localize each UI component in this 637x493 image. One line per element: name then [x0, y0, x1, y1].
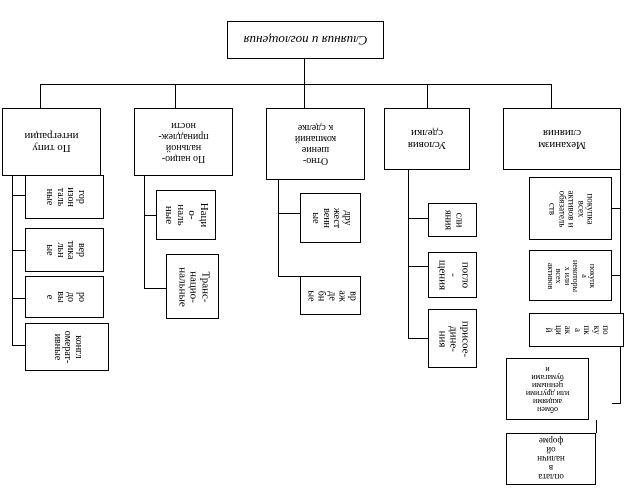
connector-g4-2 — [408, 266, 428, 267]
category-label: Условия сделки — [407, 127, 447, 152]
connector-g4-1 — [408, 218, 428, 219]
connector-cat4 — [427, 84, 428, 108]
connector-g3-2 — [278, 276, 300, 277]
subitem-takeovers: погло - щения — [428, 252, 477, 298]
subitem-generic: ро до вы е — [25, 276, 104, 318]
connector-g5-trunk — [620, 170, 621, 404]
connector-g4-trunk — [408, 170, 409, 338]
category-label: Отно- шение компаний к сделке — [294, 122, 337, 166]
connector-g1-trunk — [12, 175, 13, 345]
connector-g2-1 — [144, 215, 156, 216]
subitem-cash-payment: оплата в наличн ой форме — [506, 433, 596, 485]
subitem-horizontal: гор изон таль ные — [25, 175, 104, 219]
connector-g2-trunk — [144, 175, 145, 288]
category-national-belonging: По нацио- нальной принадлеж- ности — [134, 108, 233, 176]
root-label: Слияния и поглощения — [243, 33, 368, 49]
connector-horizontal-bus — [40, 84, 552, 85]
connector-root-down — [304, 58, 305, 108]
connector-g5-5 — [596, 420, 597, 433]
subitem-friendly: дру жест венн ые — [300, 193, 361, 243]
subitem-purchase-some-assets: покупк а некоторы х или всех активов — [529, 250, 612, 301]
subitem-share-exchange: обмен акциями или другими ценными бумага… — [506, 358, 589, 420]
subitem-transnational: Транс- нацио- нальные — [166, 254, 219, 319]
connector-g1-1 — [12, 195, 25, 196]
category-attitude-to-deal: Отно- шение компаний к сделке — [266, 108, 365, 180]
category-label: Механизм слияния — [538, 127, 586, 152]
connector-g5-4 — [612, 403, 621, 404]
connector-g4-3 — [408, 338, 428, 339]
connector-cat2 — [175, 84, 176, 108]
connector-g3-trunk — [278, 180, 279, 276]
connector-cat1 — [40, 84, 41, 108]
subitem-vertical: вер тика льн ые — [25, 228, 104, 272]
category-merger-mechanism: Механизм слияния — [503, 108, 621, 170]
category-label: По нацио- нальной принадлеж- ности — [158, 120, 209, 164]
category-integration-type: По типу интеграции — [2, 108, 101, 176]
connector-g1-2 — [12, 250, 25, 251]
subitem-purchase-shares: по ку пк а ак ци й — [529, 313, 624, 347]
connector-cat5 — [551, 84, 552, 108]
subitem-national: Наци о- наль ные — [156, 190, 216, 240]
root-node: Слияния и поглощения — [227, 21, 384, 59]
connector-g1-4 — [12, 345, 25, 346]
subitem-accessions: присое- дине- ния — [428, 309, 477, 368]
subitem-conglomerate: конгл омерат- ивные — [25, 323, 109, 371]
connector-g3-1 — [278, 213, 300, 214]
connector-g5-1 — [612, 208, 621, 209]
subitem-hostile: вр аж де бн ые — [300, 276, 361, 315]
category-label: По типу интеграции — [24, 130, 79, 155]
subitem-mergers: сли яния — [428, 203, 477, 237]
subitem-purchase-all-assets: покупка всех активов и обязатель ств — [529, 177, 612, 240]
connector-g2-2 — [144, 288, 166, 289]
connector-g5-2 — [612, 275, 621, 276]
connector-g1-3 — [12, 298, 25, 299]
category-deal-conditions: Условия сделки — [384, 108, 470, 170]
